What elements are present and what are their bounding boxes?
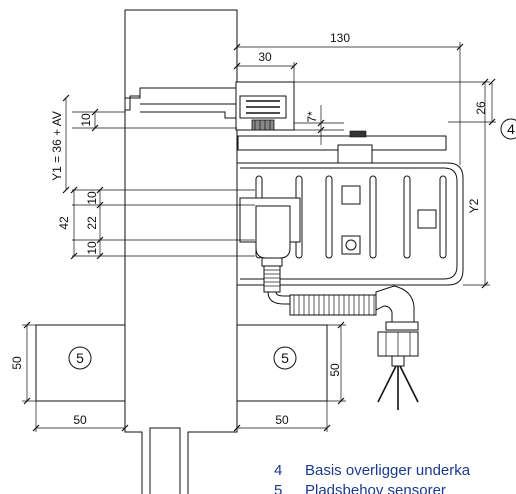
sensor-neck — [261, 257, 283, 267]
dim-130-label: 130 — [330, 31, 350, 45]
dim-50hr-label: 50 — [275, 413, 289, 427]
cable-bend — [267, 291, 290, 305]
dim-26-label: 26 — [474, 101, 488, 115]
dimension-tick — [337, 397, 345, 405]
square-hole-3 — [341, 235, 361, 255]
legend-text-1: Basis overligger underka — [305, 462, 471, 479]
dimension-tick — [96, 201, 104, 209]
dimension-tick — [96, 236, 104, 244]
dim-10a-label: 10 — [85, 191, 99, 205]
dimension-tick — [317, 126, 325, 134]
cable-sleeve-v — [263, 265, 281, 293]
square-hole-1 — [341, 185, 361, 205]
sensor-body — [255, 205, 291, 259]
column-body — [124, 88, 238, 432]
dimension-tick — [62, 186, 70, 194]
dimension-tick — [23, 321, 31, 329]
slot-6 — [439, 175, 447, 259]
elbow-nut — [385, 321, 419, 331]
carriage-plate-inner — [240, 167, 458, 280]
dim-10top-label: 10 — [79, 113, 93, 127]
column-top-block — [124, 9, 238, 99]
conduit — [289, 294, 377, 316]
sensor-clearance-right — [236, 324, 328, 402]
dimension-tick — [488, 78, 496, 86]
sensor-nut — [251, 119, 275, 131]
callout-5-right-circle — [273, 346, 297, 370]
sensor-clearance-left — [35, 324, 126, 402]
callouts: 4 5 5 — [68, 118, 516, 370]
dim-y2-label: Y2 — [467, 198, 481, 213]
callout-4-circle — [500, 118, 516, 140]
dimension-tick — [91, 124, 99, 132]
bottom-sensor-tip — [391, 355, 405, 367]
cable-vertical — [263, 265, 290, 305]
dim-50vl-label: 50 — [10, 356, 24, 370]
elbow-connector — [375, 285, 415, 323]
cable-horizontal — [289, 294, 377, 316]
tripod — [377, 365, 419, 410]
dimension-tick — [70, 186, 78, 194]
cable-bend-inner — [275, 291, 290, 297]
bottom-channel — [124, 401, 238, 494]
tripod-leg-1 — [377, 365, 397, 403]
slot-3 — [325, 175, 333, 259]
dimension-tick — [32, 424, 40, 432]
dim-30-label: 30 — [258, 50, 272, 64]
dimension-tick — [62, 94, 70, 102]
slot-4 — [369, 175, 377, 259]
dimension-tick — [233, 62, 241, 70]
legend-backdrop — [262, 452, 516, 494]
callout-4-label: 4 — [507, 121, 515, 137]
dimension-tick — [96, 252, 104, 260]
dimension-tick — [23, 397, 31, 405]
dimension-tick — [481, 78, 489, 86]
dimension-tick — [233, 43, 241, 51]
crossbar-clamp — [337, 144, 373, 164]
legend: 4 Basis overligger underka 5 Pladsbehov … — [262, 452, 516, 494]
dim-7-label: 7* — [305, 111, 319, 123]
dimension-tick — [91, 108, 99, 116]
round-hole — [345, 239, 357, 251]
dimension-ticks — [23, 43, 496, 432]
dim-50hl-label: 50 — [73, 413, 87, 427]
crossbar-bolt — [349, 130, 367, 138]
dim-y1-label: Y1 = 36 + AV — [50, 111, 64, 181]
dimension-tick — [290, 62, 298, 70]
column-step — [125, 95, 237, 119]
dimension-tick — [317, 119, 325, 127]
legend-text-2: Pladsbehov sensorer — [305, 482, 446, 494]
legend-num-2: 5 — [274, 482, 282, 494]
slot-5 — [403, 175, 411, 259]
dimension-tick — [70, 252, 78, 260]
dimension-tick — [121, 424, 129, 432]
dim-22-label: 22 — [85, 216, 99, 230]
legend-num-1: 4 — [274, 462, 282, 479]
square-hole-2 — [417, 209, 437, 229]
dimension-tick — [323, 424, 331, 432]
callout-5-left-label: 5 — [76, 350, 84, 366]
dimension-tick — [488, 118, 496, 126]
dim-50vr-label: 50 — [328, 363, 342, 377]
carriage-plate — [236, 162, 464, 286]
structure — [35, 9, 464, 494]
dim-10b-label: 10 — [85, 241, 99, 255]
dimension-tick — [481, 281, 489, 289]
tripod-leg-3 — [399, 365, 419, 403]
dimension-tick — [456, 43, 464, 51]
dimension-lines: 130 30 26 7* 10 Y1 = 36 + AV Y2 10 22 10… — [10, 31, 496, 432]
dimension-tick — [96, 186, 104, 194]
dimension-tick — [233, 424, 241, 432]
dimension-tick — [337, 321, 345, 329]
dim-42-label: 42 — [57, 216, 71, 230]
callout-5-left-circle — [68, 346, 92, 370]
callout-5-right-label: 5 — [281, 350, 289, 366]
